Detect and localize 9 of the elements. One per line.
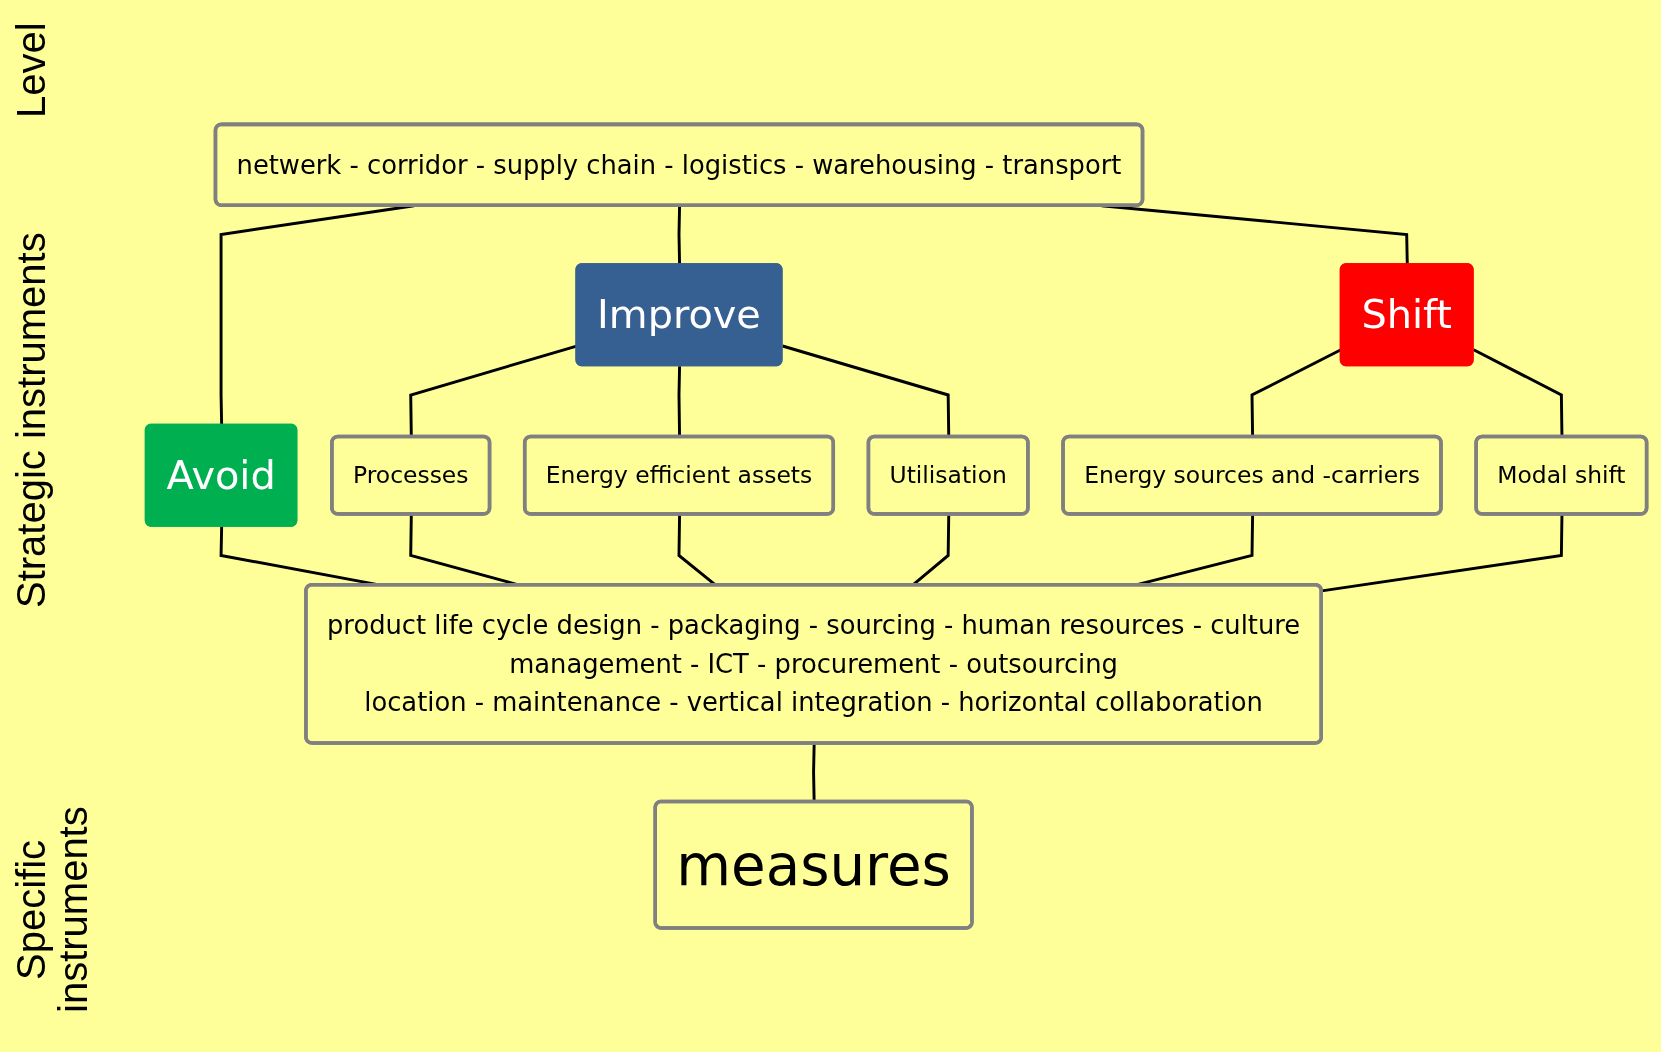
connector: [1472, 348, 1563, 437]
side-label: Strategic instruments: [10, 231, 52, 610]
connector: [1321, 514, 1563, 593]
connector: [781, 344, 950, 437]
side-label: Specific instruments: [10, 805, 96, 1016]
connector: [811, 743, 816, 802]
side-label: Level: [10, 21, 52, 120]
connector: [677, 205, 681, 265]
connector: [677, 366, 681, 437]
